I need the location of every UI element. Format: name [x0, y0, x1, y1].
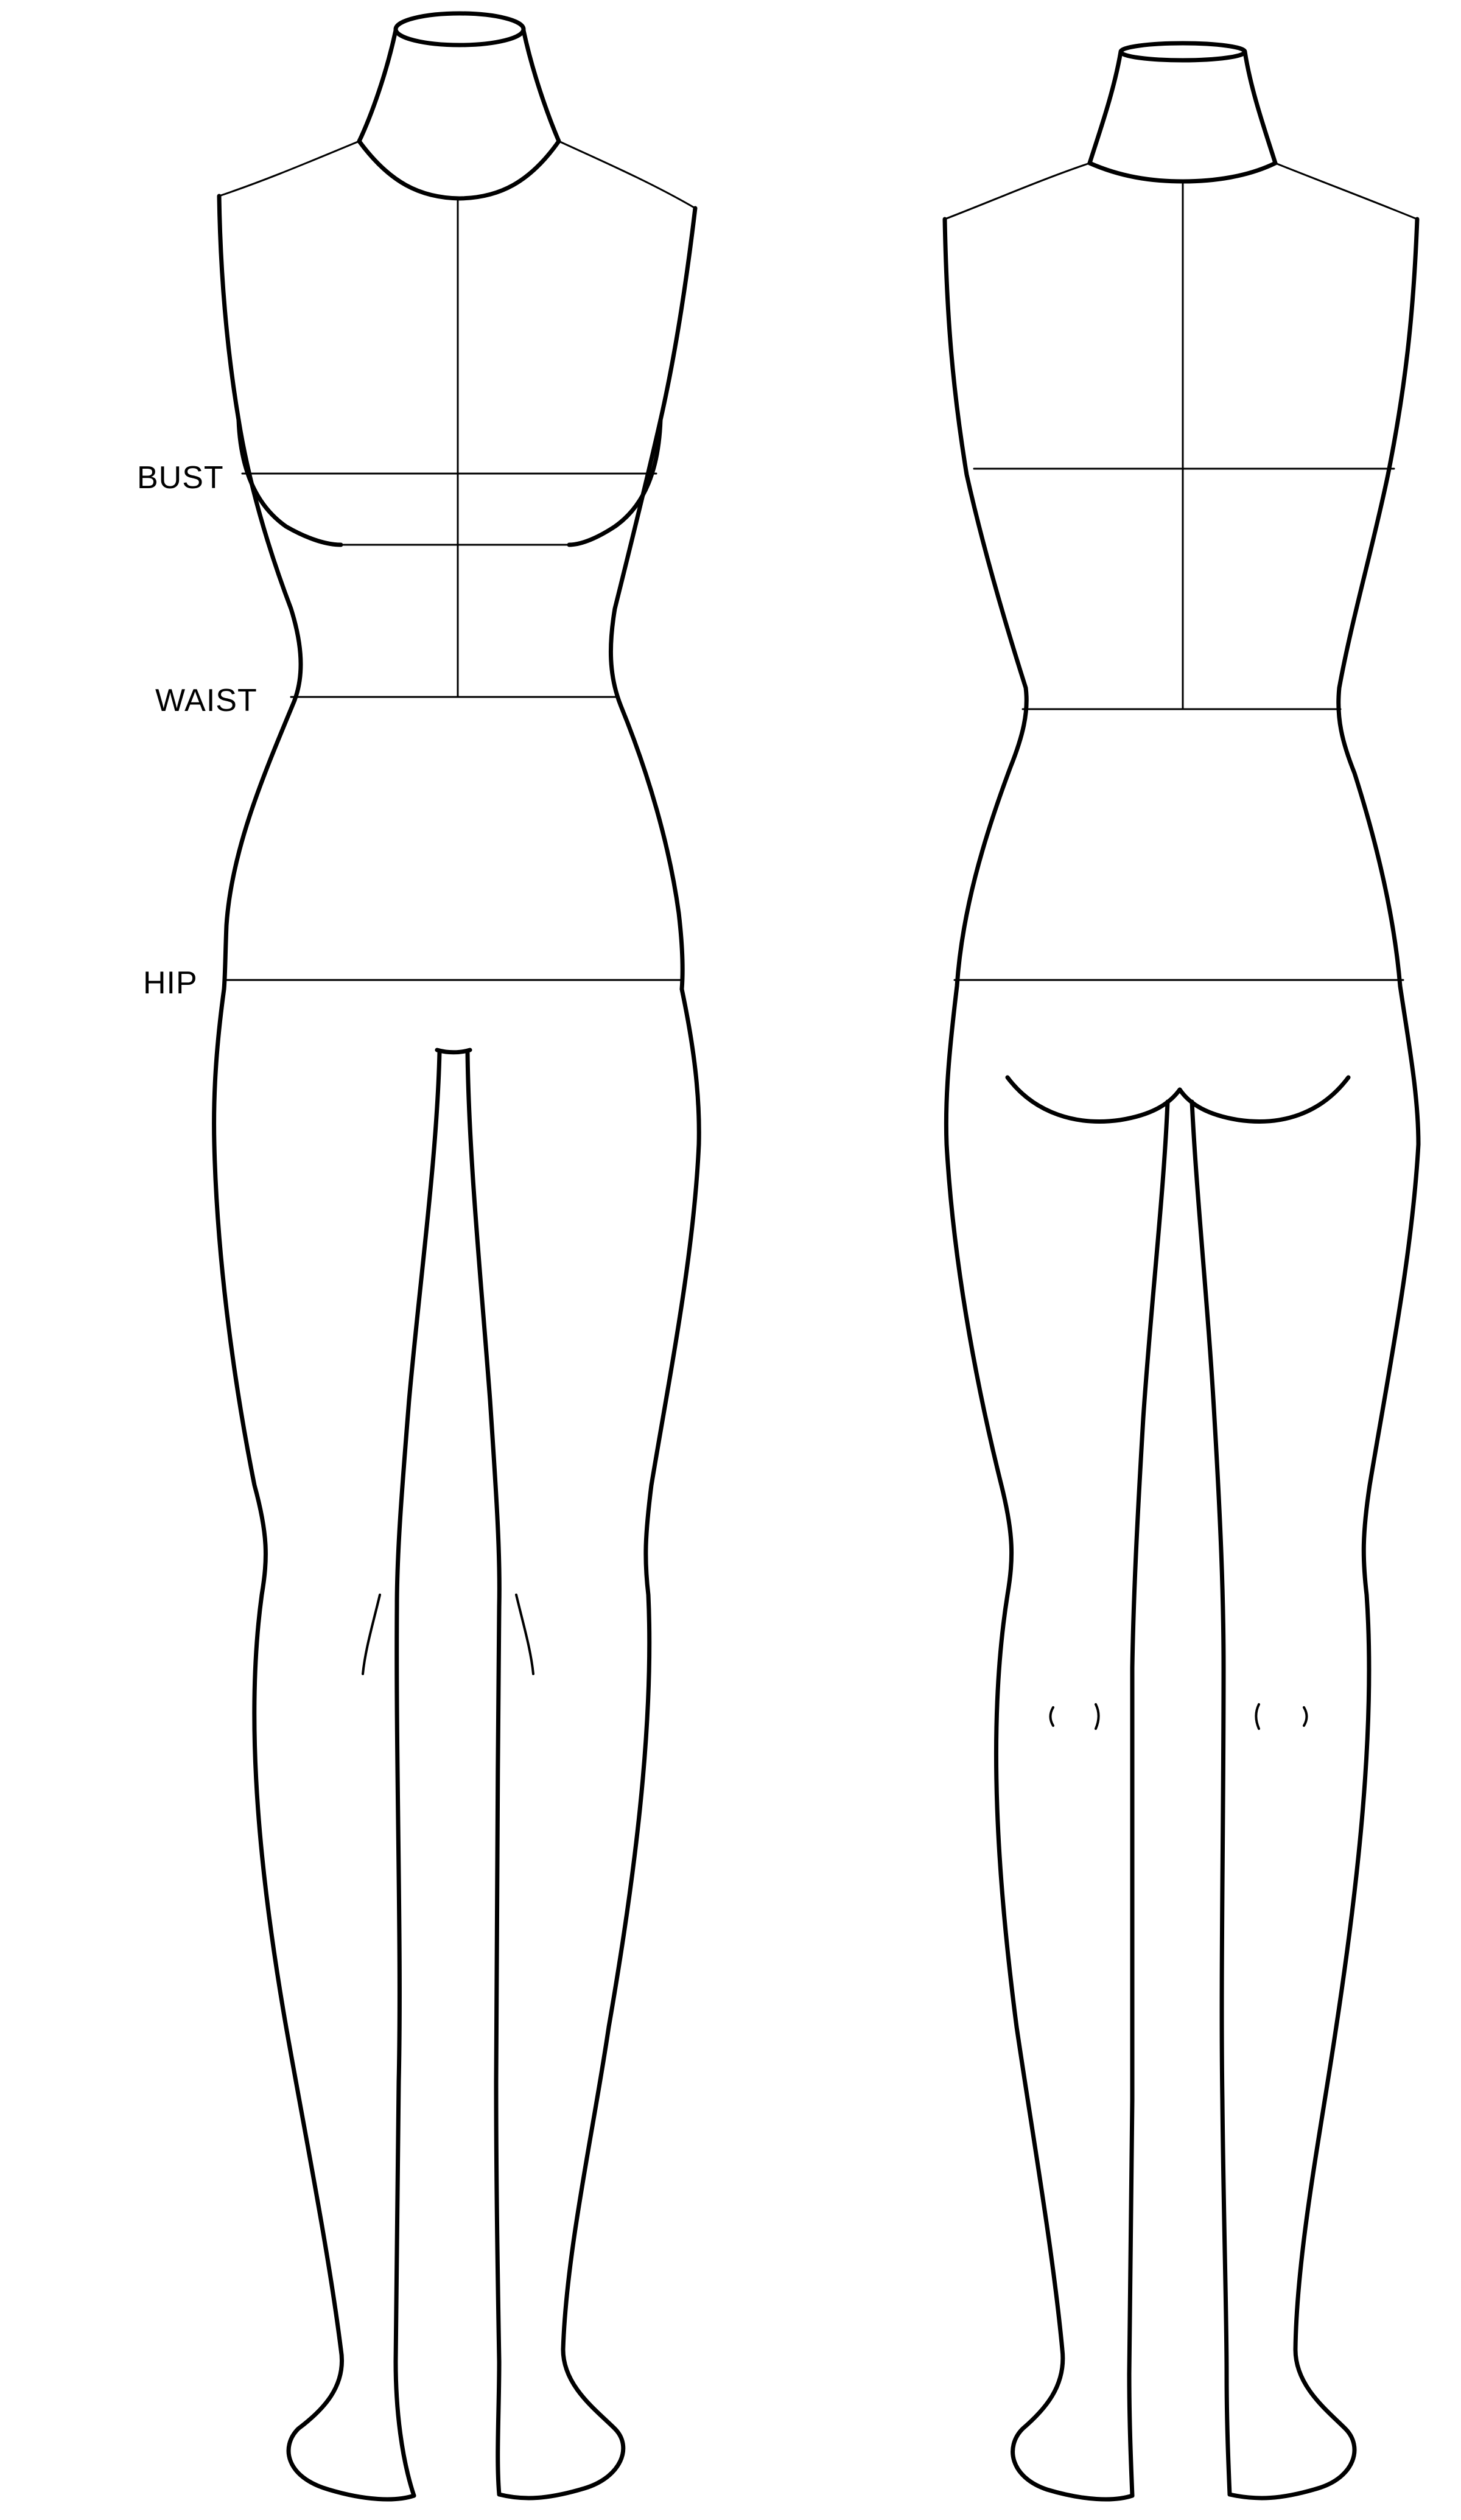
back-neck-top: [1121, 43, 1245, 60]
back-seat-curve: [1007, 1077, 1348, 1121]
back-knee-left-outer: [1051, 1707, 1054, 1726]
back-neck-right: [1245, 52, 1275, 163]
front-torso-right: [499, 208, 699, 2498]
front-inner-leg-right: [468, 1052, 499, 2494]
back-knee-left-inner: [1096, 1704, 1099, 1729]
back-neckline: [1090, 163, 1275, 181]
front-knee-left: [363, 1595, 380, 1674]
front-figure: [214, 13, 699, 2499]
back-torso-left: [945, 219, 1132, 2499]
back-knee-right-outer: [1256, 1704, 1260, 1729]
front-bust-right-cup: [569, 420, 660, 545]
front-shoulder-left: [219, 141, 359, 196]
back-shoulder-left: [945, 163, 1090, 219]
back-neck-left: [1090, 52, 1121, 163]
front-neck-right: [524, 30, 559, 141]
front-crotch: [437, 1050, 470, 1052]
bust-label: BUST: [137, 460, 224, 495]
front-neckline: [359, 141, 559, 198]
front-neck-top: [396, 13, 524, 45]
back-figure: [945, 43, 1418, 2499]
back-torso-right: [1230, 219, 1418, 2498]
back-inner-leg-left: [1129, 1102, 1168, 2496]
front-knee-right: [516, 1595, 533, 1674]
hip-label: HIP: [143, 965, 198, 1001]
front-shoulder-right: [559, 141, 695, 208]
front-neck-left: [359, 30, 396, 141]
front-bust-left-cup: [239, 420, 341, 545]
waist-label: WAIST: [155, 683, 258, 718]
back-inner-leg-right: [1192, 1102, 1230, 2494]
back-knee-right-inner: [1304, 1707, 1307, 1726]
front-inner-leg-left: [396, 1052, 440, 2496]
back-shoulder-right: [1275, 163, 1417, 219]
